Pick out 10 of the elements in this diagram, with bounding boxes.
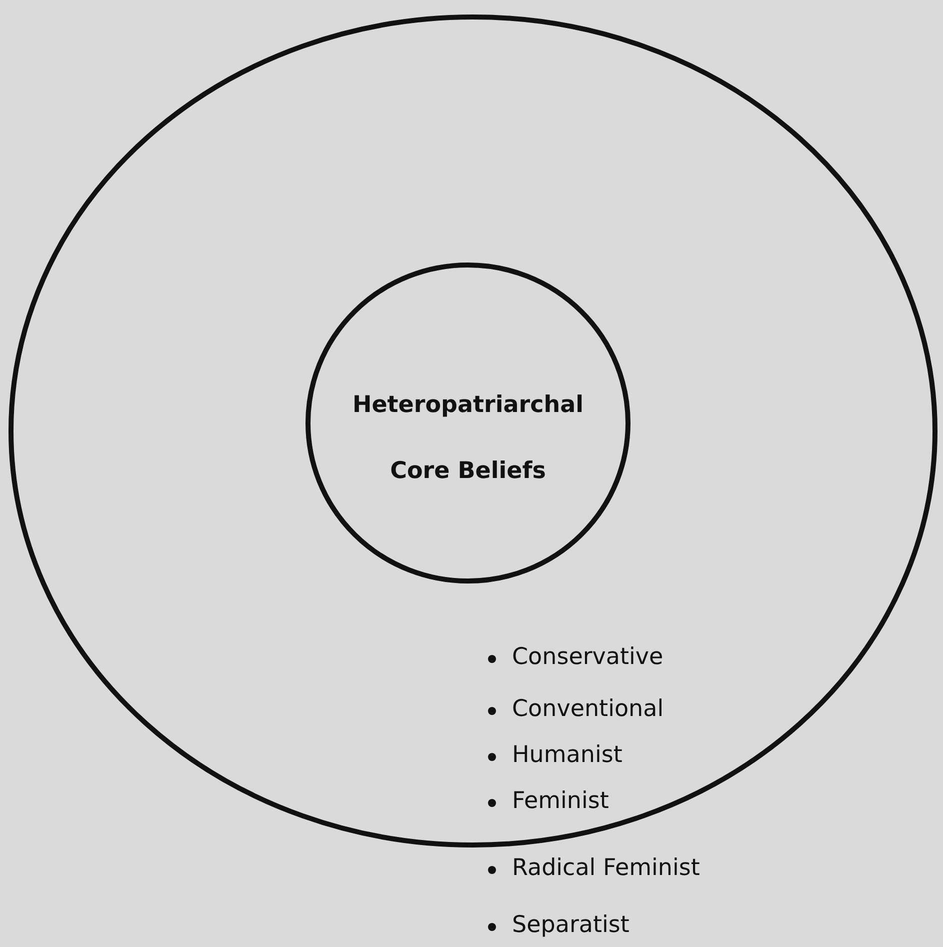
list-item: Conservative [512, 644, 664, 670]
inner-circle [305, 262, 631, 584]
subheading-text: Core Beliefs [389, 458, 547, 484]
list-item: Humanist [512, 742, 622, 768]
list-item: Separatist [512, 912, 630, 938]
heading-text: Heteropatriarchal [351, 392, 585, 418]
list-item: Radical Feminist [512, 855, 700, 881]
list-item: Conventional [512, 696, 664, 722]
outer-ellipse [8, 14, 938, 848]
list-item: Feminist [512, 788, 609, 814]
